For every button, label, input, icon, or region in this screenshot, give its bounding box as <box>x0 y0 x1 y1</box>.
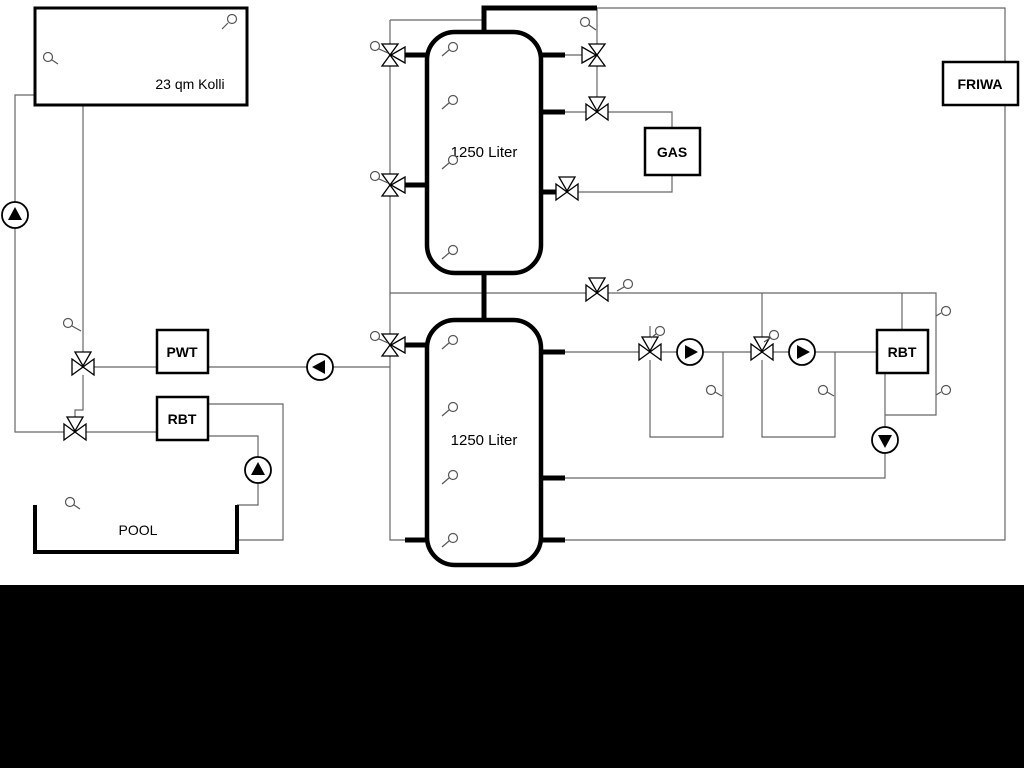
three-way-valve-icon <box>585 96 609 122</box>
valves <box>63 43 774 442</box>
pwt-body <box>155 328 210 375</box>
temp-sensor-icon <box>447 94 459 106</box>
temp-sensor-icon <box>768 329 780 341</box>
pump-icon <box>1 201 29 229</box>
rbt-right-label: RBT <box>888 344 917 360</box>
gas-body <box>643 126 702 177</box>
sensor-stems <box>51 22 942 548</box>
temp-sensor-icon <box>940 305 952 317</box>
temp-sensor-icon <box>226 13 238 25</box>
buffer-tank-bottom: 1250 Liter <box>424 317 544 568</box>
tank-bottom-label: 1250 Liter <box>451 432 518 449</box>
pump-icon <box>871 426 899 454</box>
temp-sensor-icon <box>42 51 54 63</box>
pipe-lines-thick <box>405 5 597 543</box>
rbt-left-unit: RBT <box>155 395 210 442</box>
temp-sensor-icon <box>447 334 459 346</box>
temp-sensor-icon <box>369 170 381 182</box>
gas-label: GAS <box>657 144 687 160</box>
pump-icon <box>788 338 816 366</box>
pool-label: POOL <box>119 522 158 538</box>
three-way-valve-icon <box>581 43 607 67</box>
three-way-valve-icon <box>71 351 95 377</box>
tank-bottom-body <box>424 317 544 568</box>
pump-direction-right <box>797 345 810 359</box>
pump-direction-down <box>878 435 892 448</box>
temp-sensor-icon <box>940 384 952 396</box>
friwa-label: FRIWA <box>957 76 1002 92</box>
pwt-label: PWT <box>166 344 198 360</box>
three-way-valve-icon <box>750 336 774 362</box>
temp-sensor-icon <box>447 401 459 413</box>
pump-icon <box>306 353 334 381</box>
pump-icon <box>676 338 704 366</box>
pump-direction-right <box>685 345 698 359</box>
temp-sensor-icon <box>579 16 591 28</box>
buffer-tank-top: 1250 Liter <box>424 29 544 276</box>
temp-sensor-icon <box>369 330 381 342</box>
rbt-left-label: RBT <box>168 411 197 427</box>
three-way-valve-icon <box>380 173 406 197</box>
rbt-left-body <box>155 395 210 442</box>
tank-top-body <box>424 29 544 276</box>
temp-sensor-icon <box>64 496 76 508</box>
three-way-valve-icon <box>638 336 662 362</box>
temp-sensor-icon <box>447 532 459 544</box>
friwa-station: FRIWA <box>941 60 1020 107</box>
pump-direction-up <box>251 462 265 475</box>
temp-sensor-icon <box>654 325 666 337</box>
pump-direction-left <box>312 360 325 374</box>
temp-sensor-icon <box>447 244 459 256</box>
tank-top-label: 1250 Liter <box>451 144 518 161</box>
pipe-lines-thin <box>14 7 1006 541</box>
pump-direction-up <box>8 207 22 220</box>
temp-sensors <box>42 13 952 548</box>
solar-collector: 23 qm Kolli <box>33 6 249 107</box>
gas-boiler: GAS <box>643 126 702 177</box>
pumps <box>1 201 899 484</box>
temp-sensor-icon <box>62 317 74 329</box>
pool-basin: POOL <box>33 505 239 554</box>
temp-sensor-icon <box>447 154 459 166</box>
footer-band <box>0 585 1024 768</box>
three-way-valve-icon <box>555 176 579 202</box>
pool-walls <box>33 505 239 554</box>
temp-sensor-icon <box>622 278 634 290</box>
temp-sensor-icon <box>817 384 829 396</box>
three-way-valve-icon <box>380 333 406 357</box>
temp-sensor-icon <box>447 41 459 53</box>
temp-sensor-icon <box>369 40 381 52</box>
pwt-unit: PWT <box>155 328 210 375</box>
collector-body <box>33 6 249 107</box>
rbt-right-unit: RBT <box>875 328 930 375</box>
rbt-right-body <box>875 328 930 375</box>
pump-icon <box>244 456 272 484</box>
temp-sensor-icon <box>447 469 459 481</box>
three-way-valve-icon <box>63 416 87 442</box>
three-way-valve-icon <box>380 43 406 67</box>
temp-sensor-icon <box>705 384 717 396</box>
three-way-valve-icon <box>585 277 609 303</box>
collector-label: 23 qm Kolli <box>155 76 224 92</box>
friwa-body <box>941 60 1020 107</box>
